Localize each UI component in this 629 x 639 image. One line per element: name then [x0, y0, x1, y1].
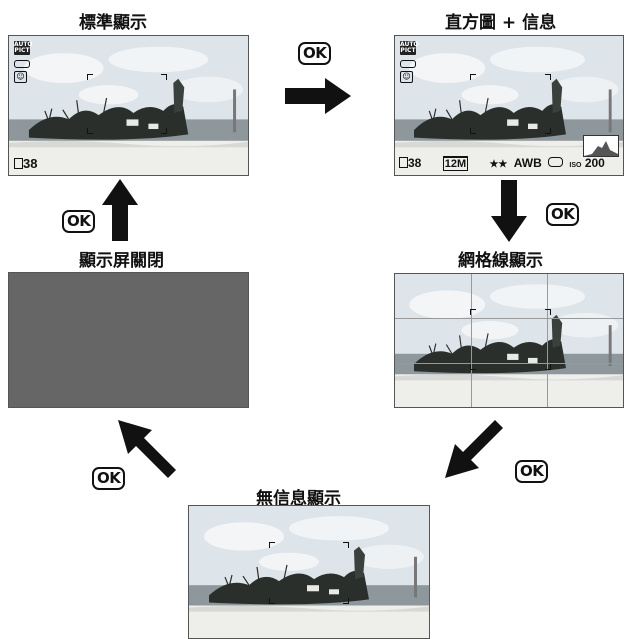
grid-overlay — [395, 274, 623, 407]
ok-button-icon: OK — [515, 460, 549, 483]
arrow-up-icon — [102, 179, 138, 241]
af-frame-br — [545, 128, 551, 134]
mode-label-off: 顯示屏關閉 — [79, 251, 164, 271]
af-frame-bl — [470, 364, 476, 370]
mode-label-standard: 標準顯示 — [79, 13, 147, 33]
af-frame-tr — [545, 74, 551, 80]
af-frame-tl — [269, 542, 275, 548]
ok-button-icon: OK — [62, 210, 96, 233]
mode-label-histogram: 直方圖 + 信息 — [445, 13, 557, 33]
histogram-curve-icon — [584, 141, 618, 156]
histogram-graph — [583, 135, 619, 157]
screen-off — [8, 272, 249, 408]
shots-remaining: 38 — [14, 156, 37, 171]
metering-icon — [548, 157, 564, 167]
arrow-up-left-icon — [118, 420, 176, 478]
af-frame-tr — [343, 542, 349, 548]
resolution-badge: 12M — [442, 156, 469, 171]
af-frame-tr — [161, 74, 167, 80]
ok-button-icon: OK — [92, 467, 126, 490]
iso-label: ISO — [569, 162, 582, 169]
af-frame-tr — [545, 309, 551, 315]
arrow-right-icon — [285, 78, 351, 114]
memory-icon — [14, 158, 23, 169]
ok-button-icon: OK — [546, 203, 580, 226]
mode-label-grid: 網格線顯示 — [458, 251, 543, 271]
af-frame-br — [161, 128, 167, 134]
iso-value: 200 — [584, 156, 605, 170]
arrow-down-left-icon — [445, 420, 503, 478]
mode-label-no-info: 無信息顯示 — [256, 489, 341, 509]
battery-icon — [14, 60, 30, 68]
status-bar: 38 12M ★★ AWB ISO 200 — [399, 156, 605, 171]
screen-no-info — [188, 505, 430, 639]
af-frame-br — [343, 598, 349, 604]
shots-remaining: 38 — [408, 156, 422, 170]
af-frame-bl — [470, 128, 476, 134]
arrow-down-icon — [491, 180, 527, 242]
ok-button-icon: OK — [298, 42, 332, 65]
battery-icon — [400, 60, 416, 68]
scene-photo — [189, 506, 429, 638]
af-frame-tl — [470, 309, 476, 315]
face-detect-icon: ☺ — [400, 71, 413, 83]
af-frame-tl — [87, 74, 93, 80]
memory-icon — [399, 157, 408, 168]
white-balance: AWB — [513, 156, 542, 170]
quality-stars: ★★ — [489, 159, 508, 170]
af-frame-bl — [269, 598, 275, 604]
af-frame-tl — [470, 74, 476, 80]
screen-grid — [394, 273, 624, 408]
af-frame-br — [545, 364, 551, 370]
scene-photo — [9, 36, 248, 175]
af-frame-bl — [87, 128, 93, 134]
face-detect-icon: ☺ — [14, 71, 27, 83]
